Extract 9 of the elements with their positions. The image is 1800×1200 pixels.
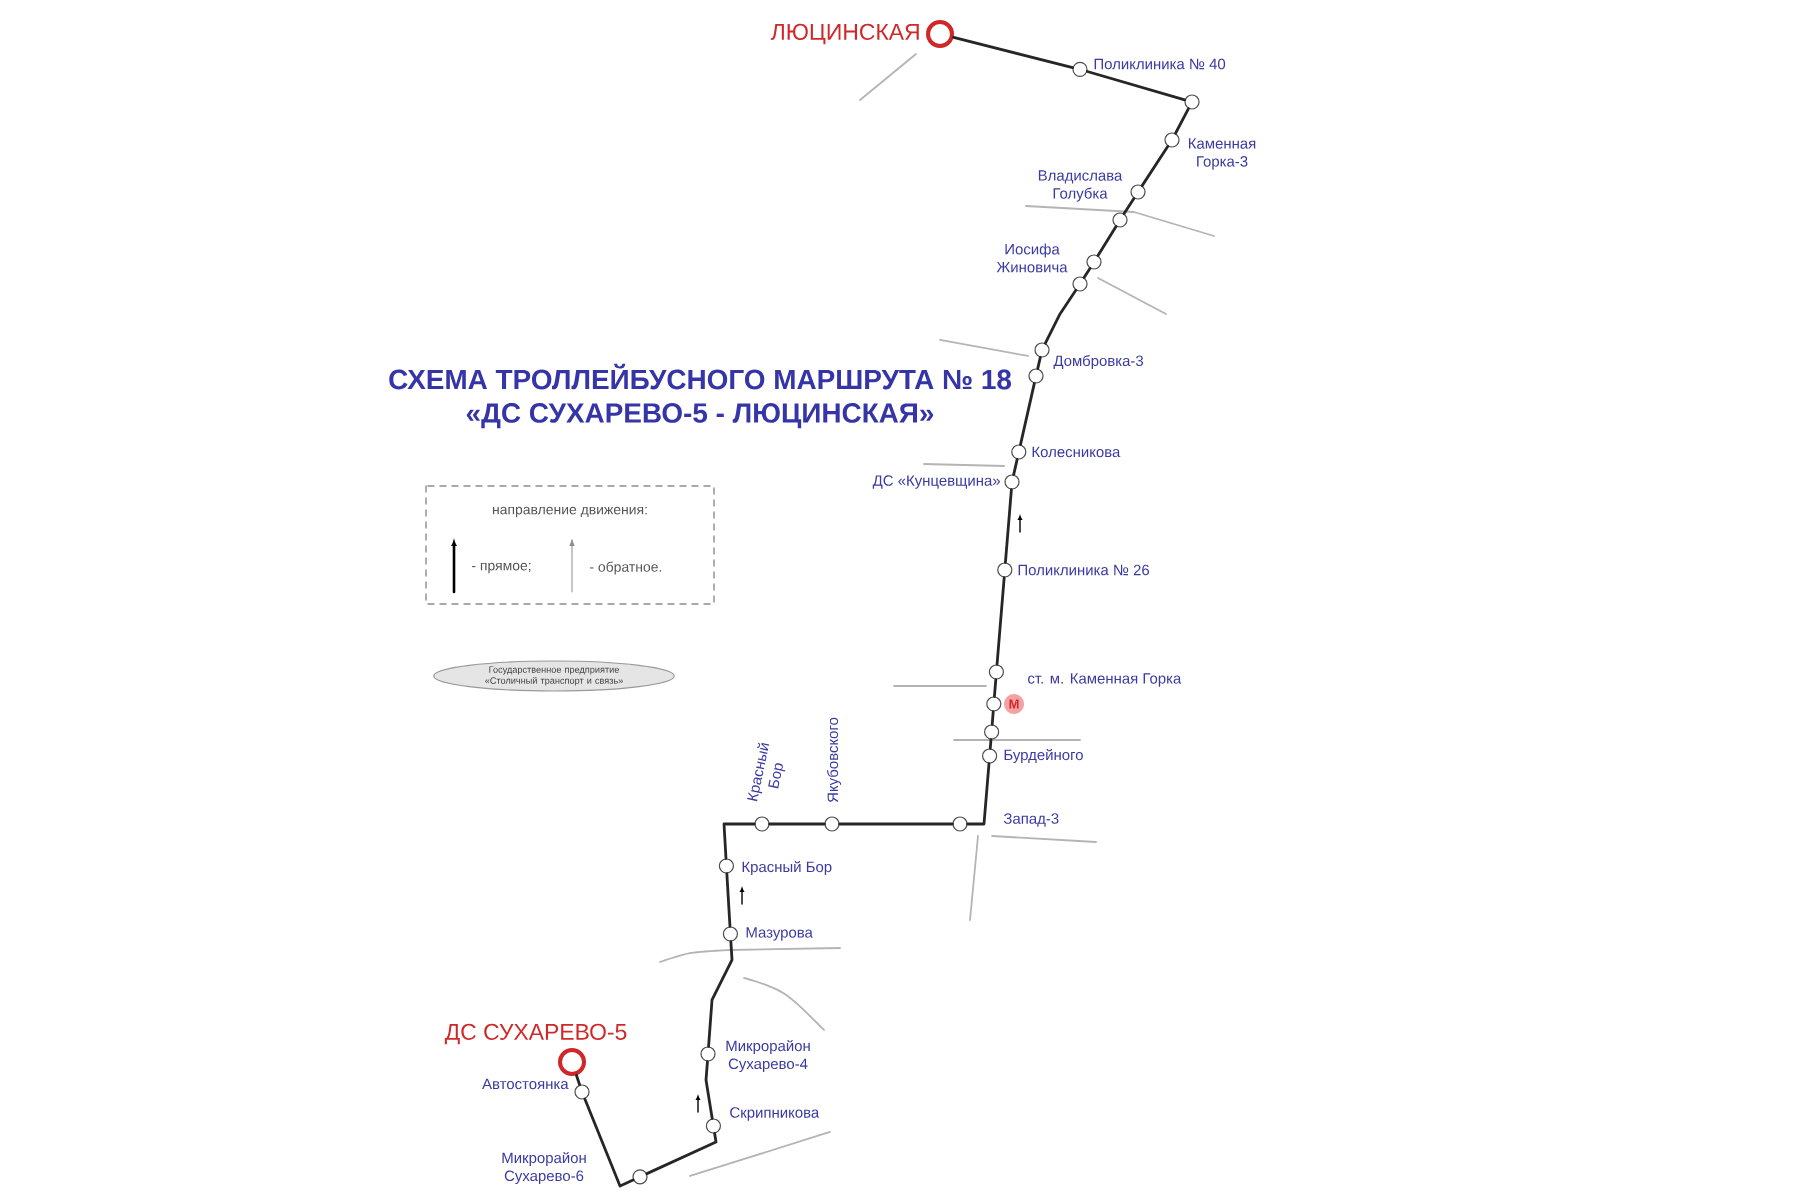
title: СХЕМА ТРОЛЛЕЙБУСНОГО МАРШРУТА № 18 «ДС СУХАРЕВО-5 - ЛЮЦИНСКАЯ» — [389, 363, 1012, 429]
terminal-name: ДС СУХАРЕВО-5 — [444, 1023, 627, 1045]
stop-circle — [1086, 254, 1102, 270]
stop-circle — [1028, 368, 1044, 384]
terminal-name: ЛЮЦИНСКАЯ — [770, 23, 919, 45]
stop-circle — [1112, 212, 1128, 228]
stop-circle — [1184, 94, 1200, 110]
stop-circle — [986, 696, 1002, 712]
stop-circle — [984, 724, 1000, 740]
